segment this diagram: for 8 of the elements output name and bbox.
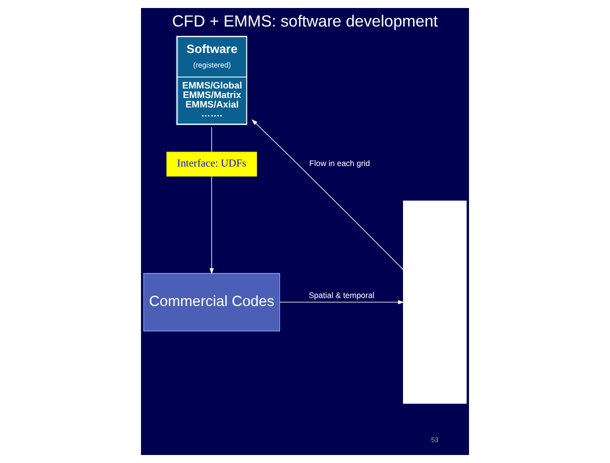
- arrow: [280, 300, 404, 304]
- node-box: Interface: UDFs: [166, 152, 257, 177]
- arrow: [210, 176, 214, 274]
- node-box: [403, 200, 467, 404]
- node-box: Commercial Codes: [143, 273, 280, 332]
- connector: [211, 127, 212, 152]
- arrow: [252, 119, 404, 270]
- diagram-title: CFD + EMMS: software development: [172, 12, 438, 30]
